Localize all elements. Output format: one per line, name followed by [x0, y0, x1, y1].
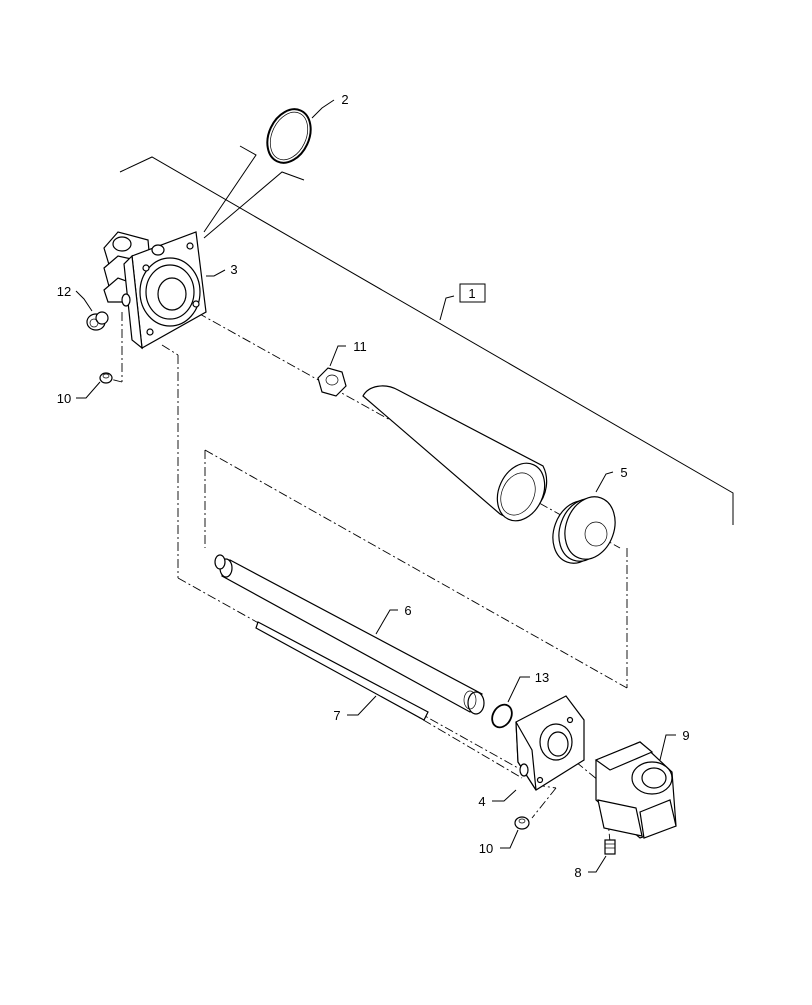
- leader-lines: [75, 99, 676, 873]
- set-screw-lower: [514, 816, 530, 830]
- set-screw-upper: [99, 372, 113, 384]
- assembly-bracket: [119, 145, 734, 525]
- piston-rod: [214, 554, 485, 715]
- callout-1: 1: [468, 286, 475, 301]
- callout-8: 8: [574, 865, 581, 880]
- small-o-ring: [491, 703, 513, 729]
- callout-9: 9: [682, 728, 689, 743]
- callout-6: 6: [404, 603, 411, 618]
- clevis: [594, 741, 677, 839]
- callout-10-lower: 10: [479, 841, 493, 856]
- callout-1-box: [459, 283, 486, 303]
- callout-2: 2: [341, 92, 348, 107]
- base-end-cap: [103, 231, 207, 350]
- callout-12: 12: [57, 284, 71, 299]
- hex-nut: [317, 367, 347, 397]
- callout-10-upper: 10: [57, 391, 71, 406]
- tie-rod: [255, 621, 429, 721]
- rod-end-cap: [515, 695, 585, 791]
- piston: [552, 496, 616, 564]
- breather-plug: [86, 311, 109, 331]
- grease-fitting: [604, 839, 616, 855]
- callout-7: 7: [333, 708, 340, 723]
- callout-13: 13: [535, 670, 549, 685]
- callout-3: 3: [230, 262, 237, 277]
- callout-5: 5: [620, 465, 627, 480]
- o-ring: [266, 108, 312, 164]
- cylinder-tube: [362, 385, 548, 522]
- callout-11: 11: [353, 339, 367, 354]
- callout-4: 4: [478, 794, 485, 809]
